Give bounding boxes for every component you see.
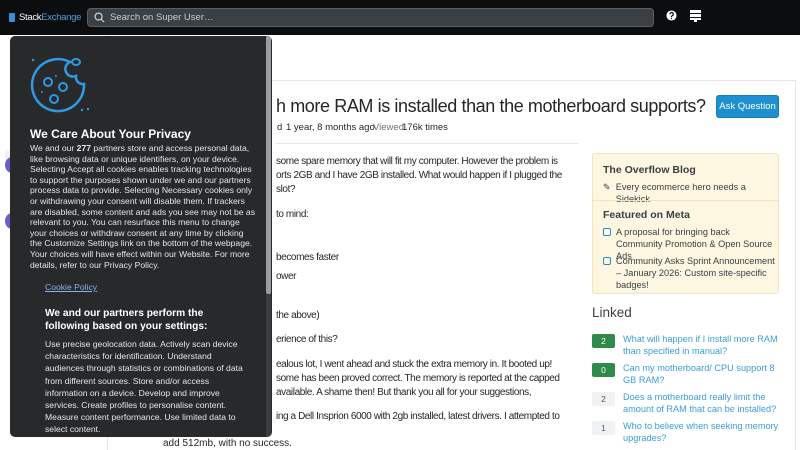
logo-text-accent: Exchange — [41, 12, 82, 23]
body-line: ing a Dell Insprion 6000 with 2gb instal… — [276, 411, 560, 422]
modified-value: 1 year, 8 months ago — [286, 122, 375, 133]
meta-item[interactable]: Community Asks Sprint Announcement – Jan… — [603, 255, 775, 291]
cookie-title: We Care About Your Privacy — [30, 127, 191, 141]
chat-bubble-icon — [603, 257, 611, 265]
stackexchange-logo-icon — [9, 13, 15, 22]
body-line: ower — [276, 271, 297, 282]
body-line: to mind: — [276, 209, 309, 220]
featured-meta-title: Featured on Meta — [603, 209, 690, 221]
purposes-text: Use precise geolocation data. Actively s… — [45, 339, 243, 435]
linked-question-link[interactable]: What will happen if I install more RAM t… — [623, 334, 778, 356]
cookie-icon — [30, 57, 90, 113]
meta-item-label: Community Asks Sprint Announcement – Jan… — [616, 256, 775, 290]
logo-text: Stack — [19, 12, 42, 23]
body-line: erience of this? — [276, 334, 338, 345]
viewed-label: Viewed — [373, 122, 404, 133]
body-line: slot? — [276, 184, 296, 195]
search-icon — [94, 12, 105, 23]
answer-count-badge: 0 — [592, 363, 615, 377]
divider — [593, 200, 778, 201]
answer-count-badge: 1 — [592, 421, 615, 435]
main-content — [108, 80, 796, 450]
chat-bubble-icon — [603, 228, 611, 236]
linked-item: 2 Does a motherboard really limit the amo… — [592, 391, 782, 415]
viewed-value: 176k times — [402, 122, 448, 133]
modified-label: d — [277, 122, 283, 133]
linked-item: 0 Can my motherboard/ CPU support 8 GB RA… — [592, 362, 782, 386]
blog-item[interactable]: ✎ Every ecommerce hero needs a Sidekick — [603, 181, 775, 205]
linked-question-link[interactable]: Who to believe when seeking memory upgra… — [623, 421, 779, 443]
answer-count-badge: 2 — [592, 392, 615, 406]
divider — [276, 143, 578, 144]
body-line: becomes faster — [276, 252, 339, 263]
body-line: ealous lot, I went ahead and stuck the e… — [276, 359, 552, 370]
purposes-heading: We and our partners perform the followin… — [45, 308, 208, 332]
search-box[interactable] — [87, 8, 654, 27]
linked-heading: Linked — [592, 305, 632, 320]
body-line: available. A shame then! But thank you a… — [276, 387, 532, 398]
body-line: the above) — [276, 310, 320, 321]
top-bar: StackExchange — [0, 0, 800, 35]
scrollbar-thumb[interactable] — [266, 36, 271, 294]
question-circle-icon[interactable] — [666, 10, 677, 21]
linked-item: 1 Who to believe when seeking memory upgr… — [592, 420, 782, 444]
question-title[interactable]: h more RAM is installed than the motherb… — [276, 96, 706, 116]
stack-menu-icon[interactable] — [690, 10, 701, 22]
body-line: add 512mb, with no success. — [163, 438, 292, 449]
body-line: some spare memory that will fit my compu… — [276, 156, 558, 167]
meta-item-label: A proposal for bringing back Community P… — [616, 227, 773, 261]
cookie-policy-link[interactable]: Cookie Policy — [45, 282, 98, 292]
linked-question-link[interactable]: Does a motherboard really limit the amou… — [623, 392, 777, 414]
body-line: orts 2GB and I have 2GB installed. What … — [276, 170, 562, 181]
cookie-description: We and our 277 partners store and access… — [30, 143, 256, 270]
blog-item-label: Every ecommerce hero needs a Sidekick — [615, 182, 746, 204]
dialog-scrollbar[interactable] — [266, 36, 271, 437]
meta-item[interactable]: A proposal for bringing back Community P… — [603, 226, 775, 262]
question-body: some spare memory that will fit my compu… — [276, 155, 590, 424]
ask-question-button[interactable]: Ask Question — [716, 95, 779, 118]
body-line: some has been proved correct. The memory… — [276, 373, 560, 384]
linked-item: 2 What will happen if I install more RAM … — [592, 333, 782, 357]
overflow-blog-widget: The Overflow Blog ✎ Every ecommerce hero … — [592, 153, 779, 294]
cookie-consent-dialog: We Care About Your Privacy We and our 27… — [10, 36, 272, 437]
stackexchange-logo[interactable]: StackExchange — [9, 12, 81, 23]
answer-count-badge: 2 — [592, 334, 615, 348]
pencil-icon: ✎ — [603, 182, 611, 192]
linked-question-link[interactable]: Can my motherboard/ CPU support 8 GB RAM… — [623, 363, 775, 385]
search-input[interactable] — [110, 12, 610, 23]
blog-title: The Overflow Blog — [603, 164, 696, 176]
